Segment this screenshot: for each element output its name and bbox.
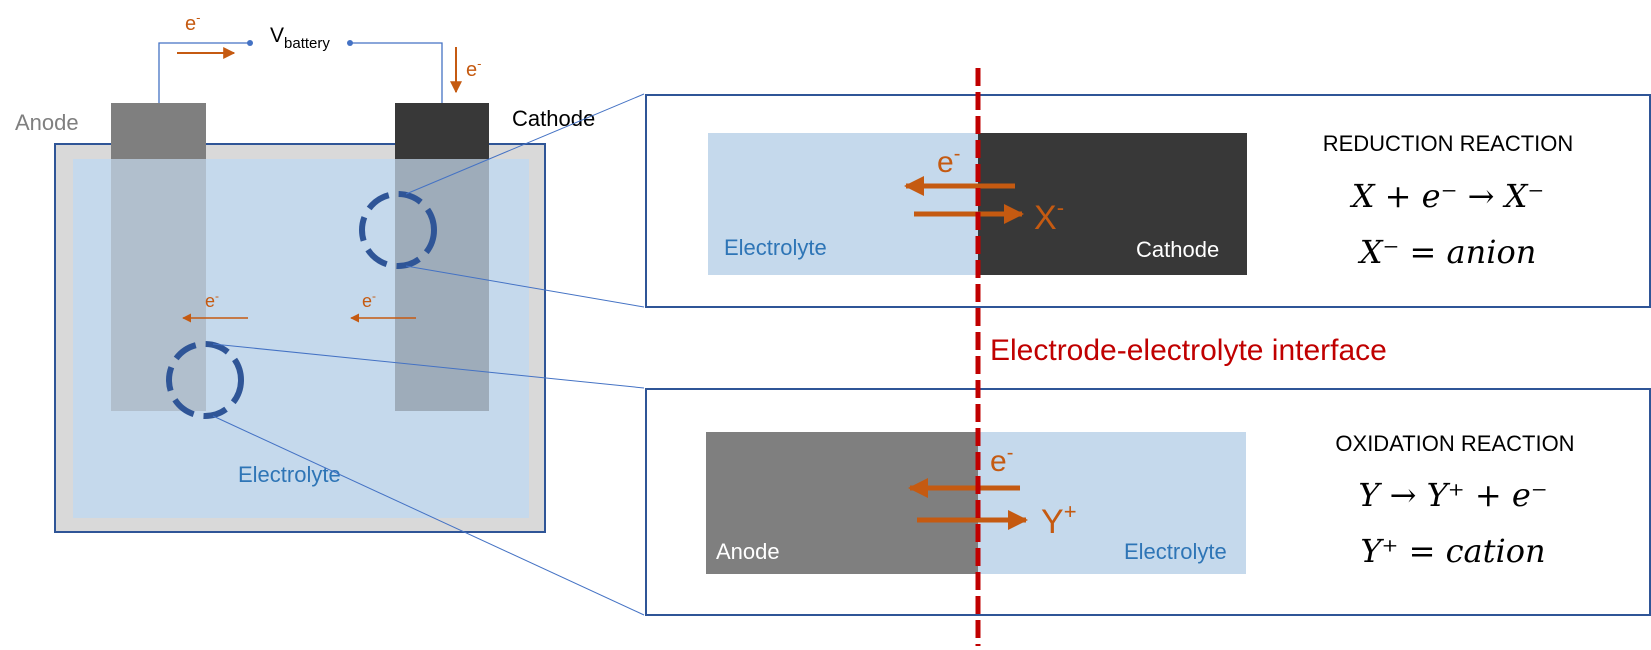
electrolyte-region <box>73 159 529 518</box>
reduction-anion-definition: X⁻ = anion <box>1357 233 1537 271</box>
anode-label: Anode <box>15 110 79 135</box>
oxidation-equation: Y → Y⁺ + e⁻ <box>1358 476 1547 514</box>
wire-electron-label-right: e- <box>466 56 481 81</box>
reduction-equation: X + e⁻ → X⁻ <box>1349 177 1545 215</box>
cathode-terminal <box>395 103 489 159</box>
anode-terminal <box>111 103 206 159</box>
oxidation-title: OXIDATION REACTION <box>1335 431 1574 456</box>
cathode-electrode-body <box>395 159 489 411</box>
reduction-electrolyte-block <box>708 133 978 275</box>
reduction-cathode-label: Cathode <box>1136 237 1219 262</box>
oxidation-panel: Anode Electrolyte e- Y+ OXIDATION REACTI… <box>645 388 1651 616</box>
interface-label: Electrode-electrolyte interface <box>990 334 1387 367</box>
cathode-zoom-circle <box>359 191 437 269</box>
connector-anode-bottom <box>212 415 645 616</box>
electrolyte-label: Electrolyte <box>238 462 341 487</box>
external-wire-left <box>158 42 250 103</box>
reduction-electrolyte-label: Electrolyte <box>724 235 827 260</box>
internal-electron-label-2: e- <box>362 289 376 311</box>
reduction-electron-label: e- <box>937 143 960 179</box>
connector-cathode-bottom <box>405 265 645 308</box>
cathode-label: Cathode <box>512 106 595 131</box>
reduction-title: REDUCTION REACTION <box>1323 131 1574 156</box>
oxidation-anode-label: Anode <box>716 539 780 564</box>
anode-electrode-body <box>111 159 206 411</box>
reduction-panel: Electrolyte Cathode e- X- REDUCTION REAC… <box>645 94 1651 308</box>
zoom-connectors <box>212 93 645 616</box>
oxidation-electrolyte-block <box>978 432 1246 574</box>
oxidation-cation-definition: Y⁺ = cation <box>1360 532 1545 570</box>
connector-anode-top <box>212 343 645 389</box>
external-wire-right <box>350 42 443 103</box>
connector-cathode-top <box>405 93 645 195</box>
anode-zoom-circle <box>166 341 244 419</box>
oxidation-cation-label: Y+ <box>1041 499 1077 541</box>
oxidation-anode-block <box>706 432 978 574</box>
voltage-label: Vbattery <box>270 24 330 52</box>
wire-electron-label-left: e- <box>185 10 200 35</box>
reduction-anion-label: X- <box>1034 195 1064 237</box>
voltage-terminal-right <box>347 40 353 46</box>
battery-cell: Vbattery e- e- Anode Cathode Electrolyte… <box>15 10 595 533</box>
voltage-terminal-left <box>247 40 253 46</box>
oxidation-electron-label: e- <box>990 442 1013 478</box>
internal-electron-label-1: e- <box>205 289 219 311</box>
oxidation-electrolyte-label: Electrolyte <box>1124 539 1227 564</box>
